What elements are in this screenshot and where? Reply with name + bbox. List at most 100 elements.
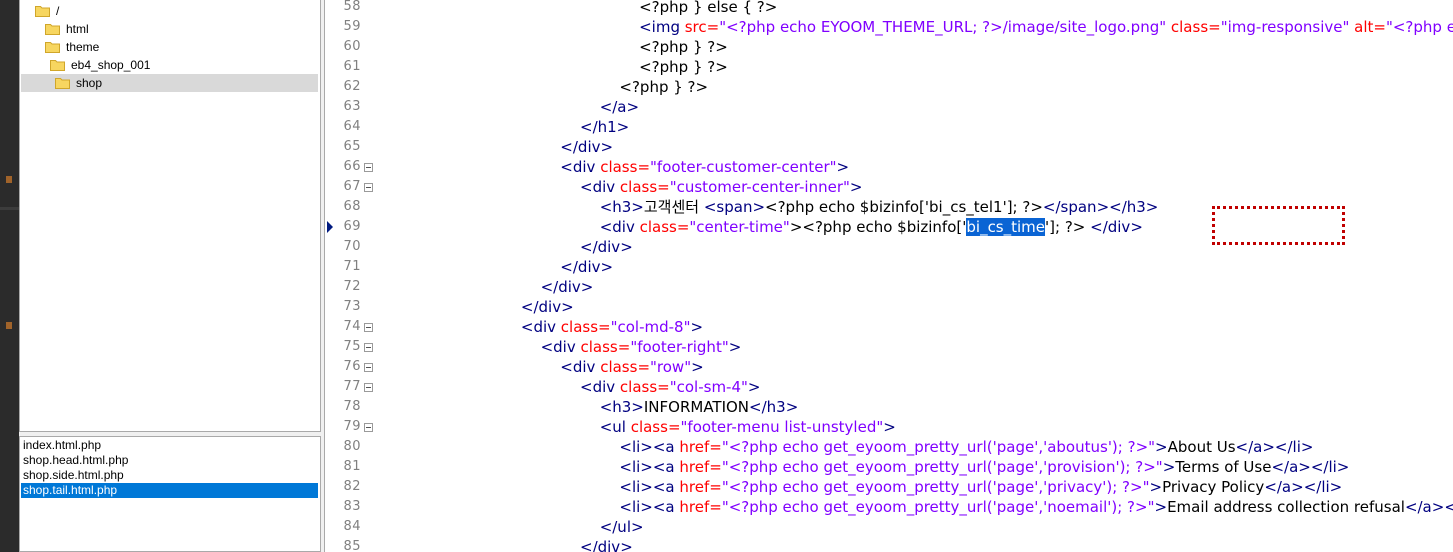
code-token: </a></li>	[1271, 458, 1350, 476]
code-line[interactable]: 77 <div class="col-sm-4">	[325, 377, 1453, 397]
code-token: <div	[599, 218, 640, 236]
line-number: 60	[343, 39, 361, 54]
code-text: <?php } else { ?>	[639, 0, 777, 17]
code-token: Email address collection refusal	[1167, 498, 1405, 516]
code-token: "img-responsive"	[1220, 18, 1350, 36]
code-token: "<?php echo get_eyoom_pretty_url('page',…	[721, 498, 1155, 516]
code-line[interactable]: 73</div>	[325, 297, 1453, 317]
fold-toggle-icon[interactable]	[364, 323, 373, 332]
code-line[interactable]: 76<div class="row">	[325, 357, 1453, 377]
file-list-item[interactable]: index.html.php	[23, 438, 102, 452]
code-token: 고객센터	[643, 198, 704, 216]
code-line[interactable]: 80<li><a href="<?php echo get_eyoom_pret…	[325, 437, 1453, 457]
code-text: <div class="col-sm-4">	[580, 377, 760, 397]
code-token: Privacy Policy	[1162, 478, 1265, 496]
code-token: <li><a	[619, 478, 680, 496]
code-token: <div	[580, 178, 620, 196]
code-token: "<?php echo get_eyoom_pretty_url('page',…	[721, 478, 1150, 496]
code-token: href=	[679, 498, 722, 516]
code-line[interactable]: 62<?php } ?>	[325, 77, 1453, 97]
code-line[interactable]: 74<div class="col-md-8">	[325, 317, 1453, 337]
code-line[interactable]: 72 </div>	[325, 277, 1453, 297]
code-text: <li><a href="<?php echo get_eyoom_pretty…	[619, 457, 1349, 477]
code-token: </a></li>	[1264, 478, 1343, 496]
tree-item[interactable]: /	[21, 2, 318, 20]
fold-toggle-icon[interactable]	[364, 183, 373, 192]
code-token: "<?php echo EYOOM_THEME_URL; ?>/image/si…	[719, 18, 1167, 36]
tree-item[interactable]: shop	[21, 74, 318, 92]
code-line[interactable]: 65</div>	[325, 137, 1453, 157]
code-line[interactable]: 75<div class="footer-right">	[325, 337, 1453, 357]
tree-item[interactable]: html	[21, 20, 318, 38]
line-number: 73	[343, 299, 361, 314]
code-token: "<?php echo $config	[1385, 18, 1453, 36]
file-list-item[interactable]: shop.side.html.php	[23, 468, 124, 482]
tree-item-label: /	[56, 4, 60, 18]
code-token: class=	[619, 378, 670, 396]
line-number: 82	[343, 479, 361, 494]
code-text: <img src="<?php echo EYOOM_THEME_URL; ?>…	[639, 17, 1453, 37]
code-token: <li><a	[619, 498, 680, 516]
code-text: <?php } ?>	[619, 77, 708, 97]
code-text: <?php } ?>	[639, 37, 728, 57]
code-token: </ul>	[599, 518, 644, 536]
code-text: </div>	[580, 537, 633, 552]
fold-toggle-icon[interactable]	[364, 383, 373, 392]
code-line[interactable]: 85</div>	[325, 537, 1453, 552]
code-token: <div	[580, 378, 620, 396]
fold-toggle-icon[interactable]	[364, 343, 373, 352]
code-text: </ul>	[600, 517, 644, 537]
code-line[interactable]: 84</ul>	[325, 517, 1453, 537]
code-line[interactable]: 83<li><a href="<?php echo get_eyoom_pret…	[325, 497, 1453, 517]
folder-icon	[50, 60, 65, 71]
code-line[interactable]: 81<li><a href="<?php echo get_eyoom_pret…	[325, 457, 1453, 477]
code-line[interactable]: 78<h3>INFORMATION</h3>	[325, 397, 1453, 417]
code-token: <h3>	[599, 198, 644, 216]
code-line[interactable]: 67<div class="customer-center-inner">	[325, 177, 1453, 197]
code-line[interactable]: 61<?php } ?>	[325, 57, 1453, 77]
code-token: "customer-center-inner"	[669, 178, 850, 196]
file-list-item[interactable]: shop.tail.html.php	[21, 483, 318, 498]
code-line[interactable]: 70</div>	[325, 237, 1453, 257]
code-text: <li><a href="<?php echo get_eyoom_pretty…	[619, 477, 1342, 497]
code-line[interactable]: 58<?php } else { ?>	[325, 0, 1453, 17]
code-line[interactable]: 59<img src="<?php echo EYOOM_THEME_URL; …	[325, 17, 1453, 37]
code-text: <ul class="footer-menu list-unstyled">	[600, 417, 896, 437]
code-line[interactable]: 63</a>	[325, 97, 1453, 117]
code-token: <?php } ?>	[639, 38, 728, 56]
code-text: <div class="row">	[560, 357, 703, 377]
code-line[interactable]: 79<ul class="footer-menu list-unstyled">	[325, 417, 1453, 437]
fold-toggle-icon[interactable]	[364, 423, 373, 432]
code-line[interactable]: 68<h3>고객센터 <span><?php echo $bizinfo['bi…	[325, 197, 1453, 217]
code-token: >	[728, 338, 742, 356]
fold-toggle-icon[interactable]	[364, 163, 373, 172]
code-line[interactable]: 66<div class="footer-customer-center">	[325, 157, 1453, 177]
line-number: 68	[343, 199, 361, 214]
code-line[interactable]: 71</div>	[325, 257, 1453, 277]
code-line[interactable]: 60 <?php } ?>	[325, 37, 1453, 57]
code-token: <ul	[599, 418, 631, 436]
code-token: class=	[560, 318, 611, 336]
panel-splitter[interactable]	[19, 432, 321, 437]
code-token: class=	[600, 358, 651, 376]
code-line[interactable]: 69<div class="center-time"><?php echo $b…	[325, 217, 1453, 237]
line-number: 72	[343, 279, 361, 294]
fold-toggle-icon[interactable]	[364, 363, 373, 372]
code-token: class=	[580, 338, 631, 356]
code-editor[interactable]: 85</div>84</ul>83<li><a href="<?php echo…	[324, 0, 1453, 552]
code-token: src=	[684, 18, 720, 36]
editor-splitter[interactable]	[321, 0, 324, 552]
file-list-item[interactable]: shop.head.html.php	[23, 453, 129, 467]
code-text: </div>	[541, 277, 594, 297]
tree-item[interactable]: eb4_shop_001	[21, 56, 318, 74]
code-line[interactable]: 64</h1>	[325, 117, 1453, 137]
line-number: 65	[343, 139, 361, 154]
code-token: class=	[630, 418, 681, 436]
code-token: </div>	[560, 258, 614, 276]
tree-item[interactable]: theme	[21, 38, 318, 56]
line-number: 77	[343, 379, 361, 394]
code-token: >	[883, 418, 896, 436]
code-line[interactable]: 82 <li><a href="<?php echo get_eyoom_pret…	[325, 477, 1453, 497]
folder-icon	[45, 42, 60, 53]
tree-item-label: eb4_shop_001	[71, 58, 151, 72]
